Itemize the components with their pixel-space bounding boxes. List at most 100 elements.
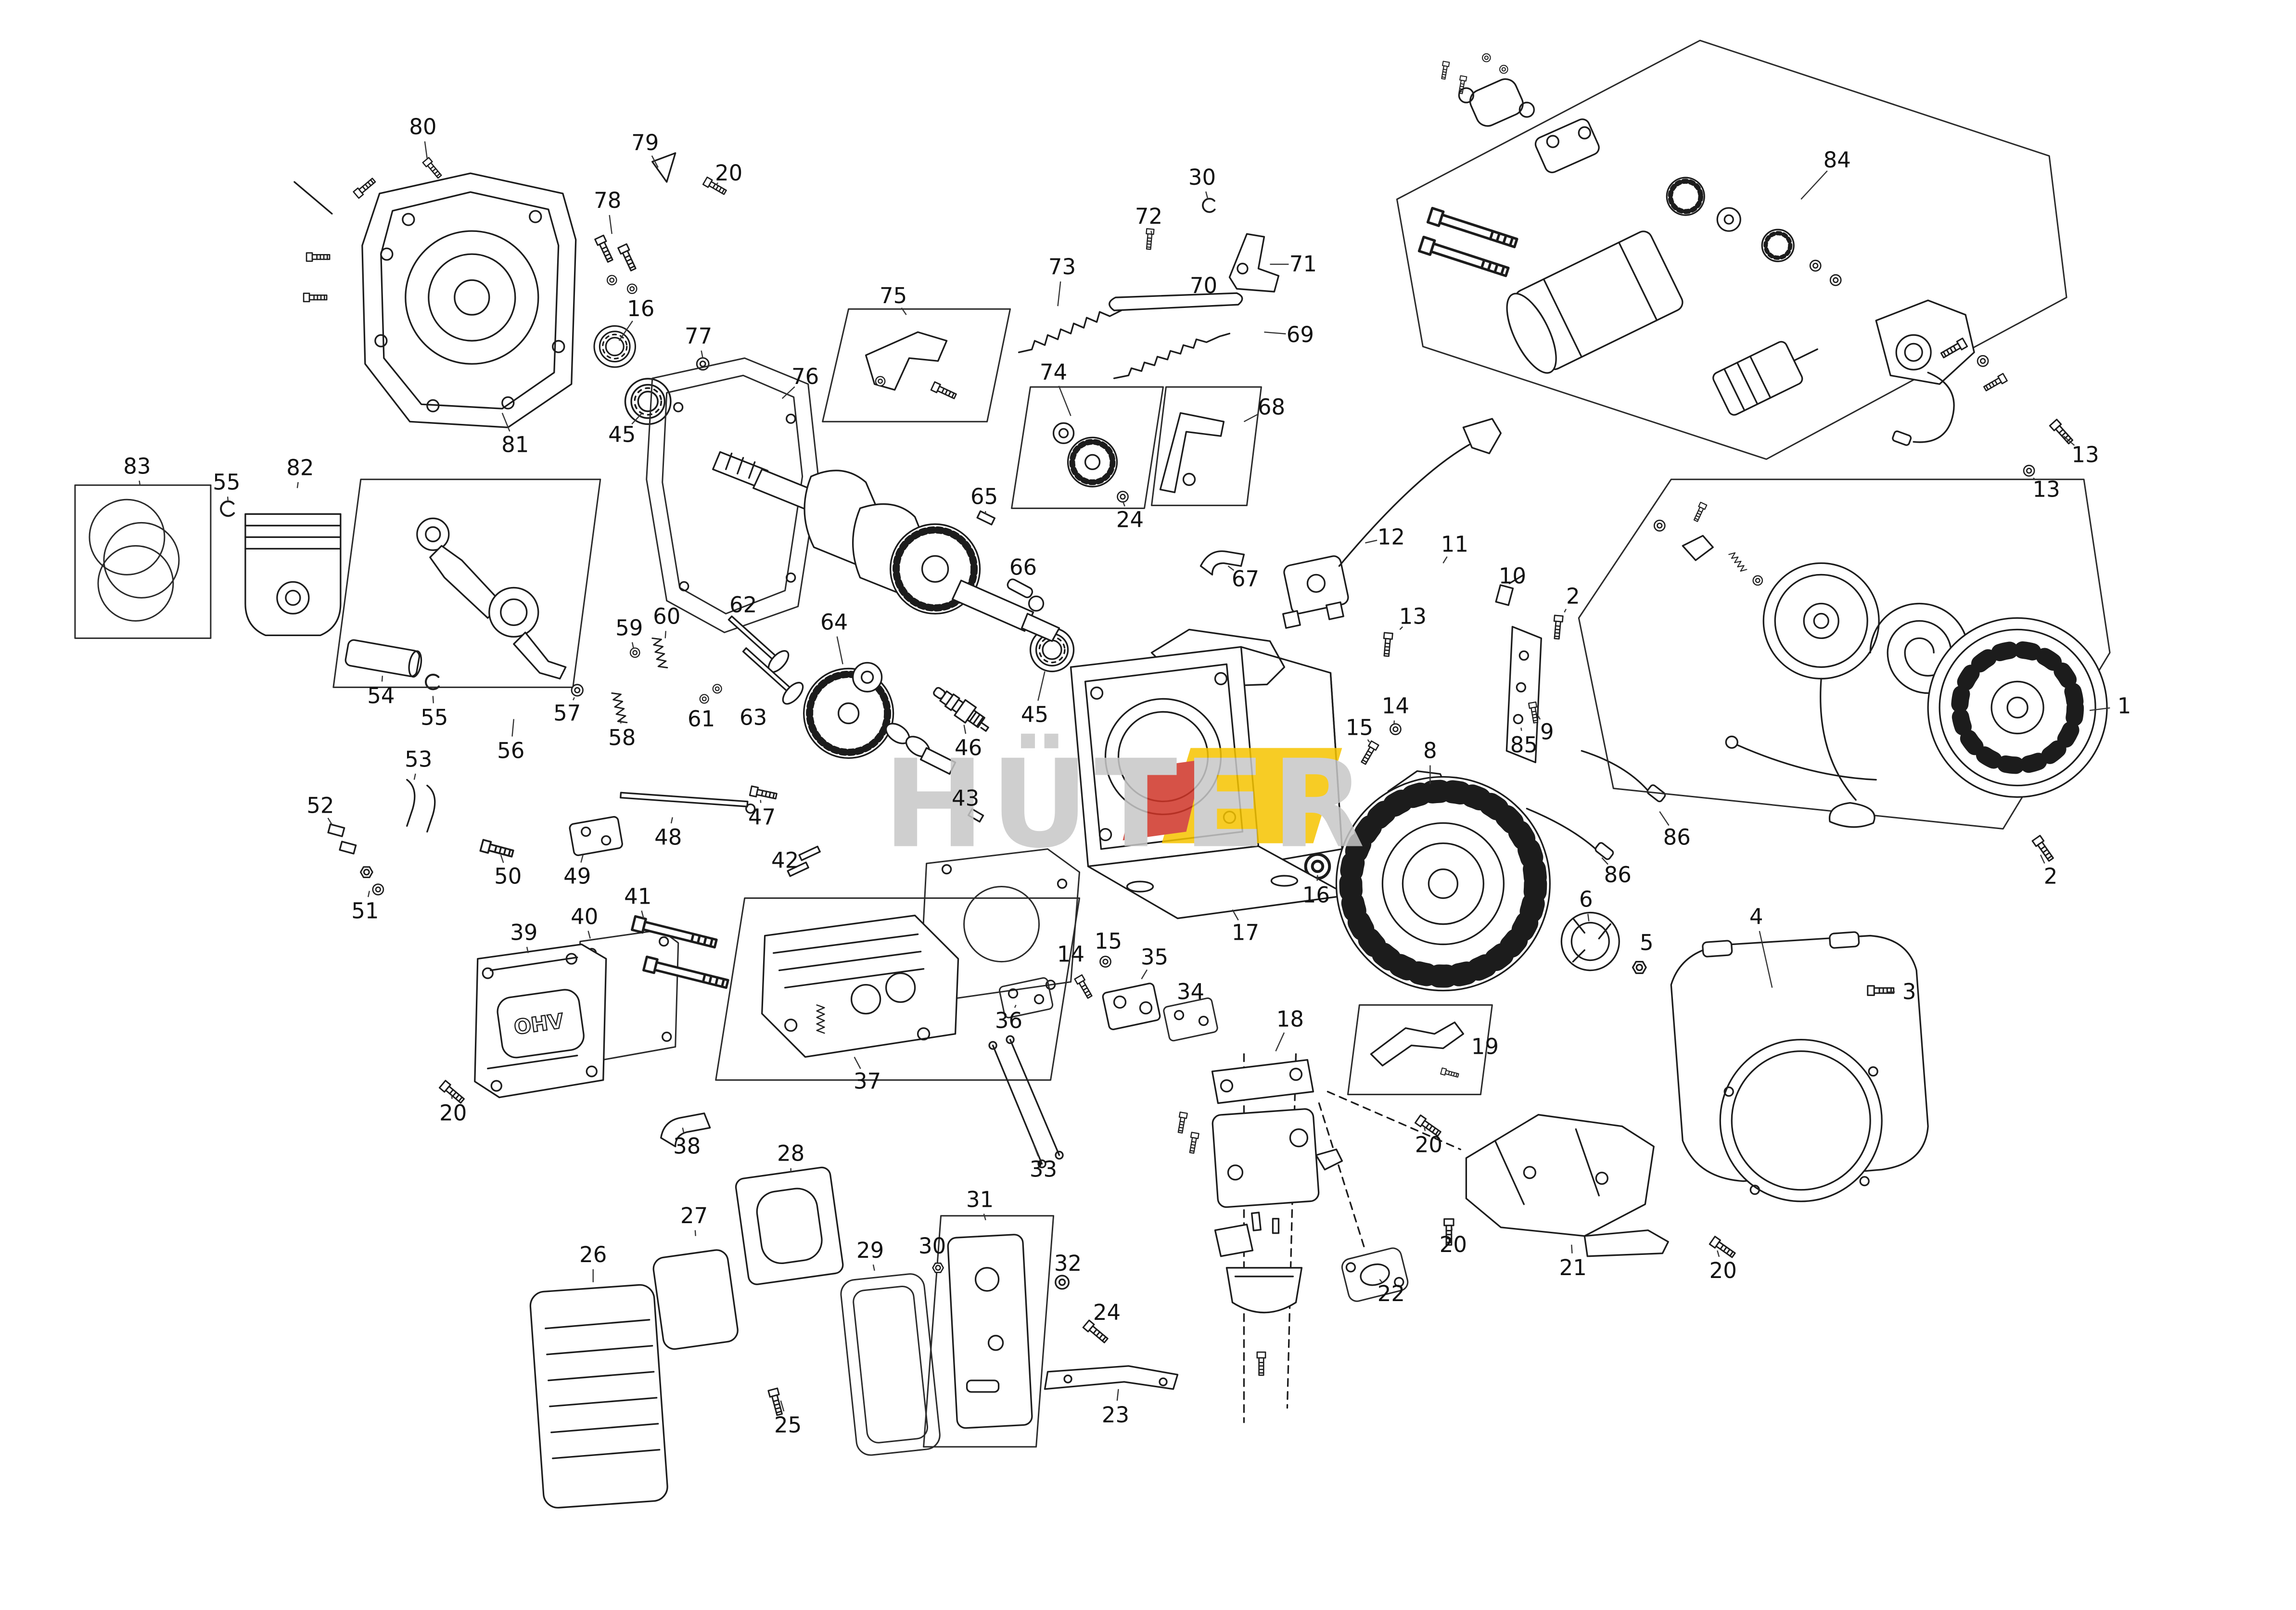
leader-line-49 <box>580 855 584 863</box>
leader-line-74 <box>1058 385 1071 416</box>
part-label-51: 51 <box>351 898 379 924</box>
part-label-50: 50 <box>494 864 522 889</box>
leader-line-53 <box>413 773 416 780</box>
part-label-47: 47 <box>748 805 776 830</box>
leader-line-29 <box>872 1264 875 1271</box>
governor-gear-box <box>1011 386 1164 509</box>
valve-cover: OHV <box>438 916 728 1148</box>
control-panel <box>1505 626 1666 860</box>
valves-and-springs <box>571 615 804 725</box>
part-label-45: 45 <box>1021 702 1048 727</box>
part-label-39: 39 <box>510 920 537 946</box>
part-label-82: 82 <box>286 455 314 480</box>
part-label-62: 62 <box>729 592 757 617</box>
part-label-27: 27 <box>680 1203 708 1228</box>
leader-line-2 <box>2040 855 2045 864</box>
oil-pipe <box>1199 550 1245 576</box>
part-label-78: 78 <box>594 188 621 213</box>
watermark-flag-red <box>1122 759 1204 841</box>
carburetor <box>1176 1053 1462 1423</box>
part-label-86: 86 <box>1604 862 1632 888</box>
part-label-25: 25 <box>774 1412 802 1438</box>
part-label-37: 37 <box>854 1069 881 1094</box>
air-filter <box>529 1166 1179 1509</box>
part-label-67: 67 <box>1232 566 1259 591</box>
part-label-42: 42 <box>771 848 799 873</box>
leader-line-17 <box>1232 909 1239 921</box>
leader-line-46 <box>963 725 967 734</box>
part-label-56: 56 <box>497 738 524 763</box>
watermark-flag-yellow <box>1161 748 1342 843</box>
leader-line-67 <box>1227 565 1235 571</box>
connecting-rod-box <box>332 478 601 688</box>
part-label-58: 58 <box>608 725 636 750</box>
part-label-6: 6 <box>1579 887 1593 912</box>
part-label-55: 55 <box>421 704 448 730</box>
leader-line-37 <box>854 1057 861 1069</box>
piston-and-rings <box>74 484 440 690</box>
governor-lever-box <box>1347 1004 1493 1096</box>
part-label-24: 24 <box>1116 507 1144 532</box>
leader-line-57 <box>573 697 575 701</box>
governor-linkage <box>1018 198 1280 379</box>
part-label-31: 31 <box>966 1187 994 1213</box>
leader-line-81 <box>501 412 510 432</box>
part-label-65: 65 <box>970 484 998 509</box>
leader-line-41 <box>641 910 644 919</box>
part-label-20: 20 <box>1415 1132 1442 1158</box>
part-label-16: 16 <box>627 296 654 321</box>
leader-line-15 <box>1367 739 1370 743</box>
part-label-20: 20 <box>1709 1258 1737 1283</box>
leader-line-54 <box>381 676 383 682</box>
leader-line-23 <box>1116 1389 1119 1401</box>
part-label-21: 21 <box>1559 1255 1587 1280</box>
part-label-3: 3 <box>1902 979 1916 1005</box>
part-label-59: 59 <box>615 615 643 640</box>
part-label-9: 9 <box>1540 719 1554 744</box>
leader-line-86 <box>1659 811 1670 826</box>
part-label-20: 20 <box>439 1100 467 1126</box>
leader-line-60 <box>664 631 666 639</box>
part-label-74: 74 <box>1040 359 1067 385</box>
watermark: HÜTER <box>883 734 1365 875</box>
leader-line-18 <box>1275 1032 1285 1052</box>
leader-line-86 <box>1601 857 1608 865</box>
leader-line-55 <box>432 696 434 703</box>
part-label-34: 34 <box>1177 979 1204 1005</box>
part-label-75: 75 <box>880 283 907 308</box>
crankshaft <box>712 451 1060 642</box>
leader-line-13 <box>2063 435 2075 446</box>
part-label-73: 73 <box>1048 254 1076 280</box>
leader-line-64 <box>836 636 843 664</box>
part-label-16: 16 <box>1302 882 1330 908</box>
small-parts <box>327 779 984 895</box>
part-label-29: 29 <box>856 1238 884 1263</box>
leader-line-27 <box>694 1230 696 1236</box>
heat-shield <box>1414 835 2056 1260</box>
part-label-32: 32 <box>1054 1251 1082 1276</box>
leader-line-73 <box>1057 281 1061 307</box>
leader-line-1 <box>2089 707 2110 711</box>
part-label-41: 41 <box>624 884 651 909</box>
leader-line-30 <box>1205 191 1209 200</box>
part-label-2: 2 <box>2044 864 2058 889</box>
part-label-84: 84 <box>1824 147 1851 173</box>
leader-line-38 <box>682 1127 685 1133</box>
part-label-28: 28 <box>777 1141 804 1166</box>
part-labels: 8079207816774581767573723071706968742467… <box>123 114 2131 1438</box>
part-label-60: 60 <box>653 603 680 629</box>
recoil-starter <box>1578 478 2111 830</box>
part-label-63: 63 <box>740 704 767 730</box>
part-label-55: 55 <box>213 469 240 495</box>
part-label-77: 77 <box>685 323 712 349</box>
carb-gasket <box>1341 1247 1409 1302</box>
part-label-83: 83 <box>123 453 151 479</box>
part-label-19: 19 <box>1471 1034 1499 1060</box>
leader-line-35 <box>1141 969 1148 980</box>
part-label-15: 15 <box>1095 929 1122 954</box>
part-label-80: 80 <box>409 114 436 140</box>
starter-cup <box>1560 911 1647 974</box>
intake-gaskets <box>998 977 1218 1042</box>
leader-line-79 <box>651 155 659 168</box>
part-label-66: 66 <box>1009 554 1037 580</box>
